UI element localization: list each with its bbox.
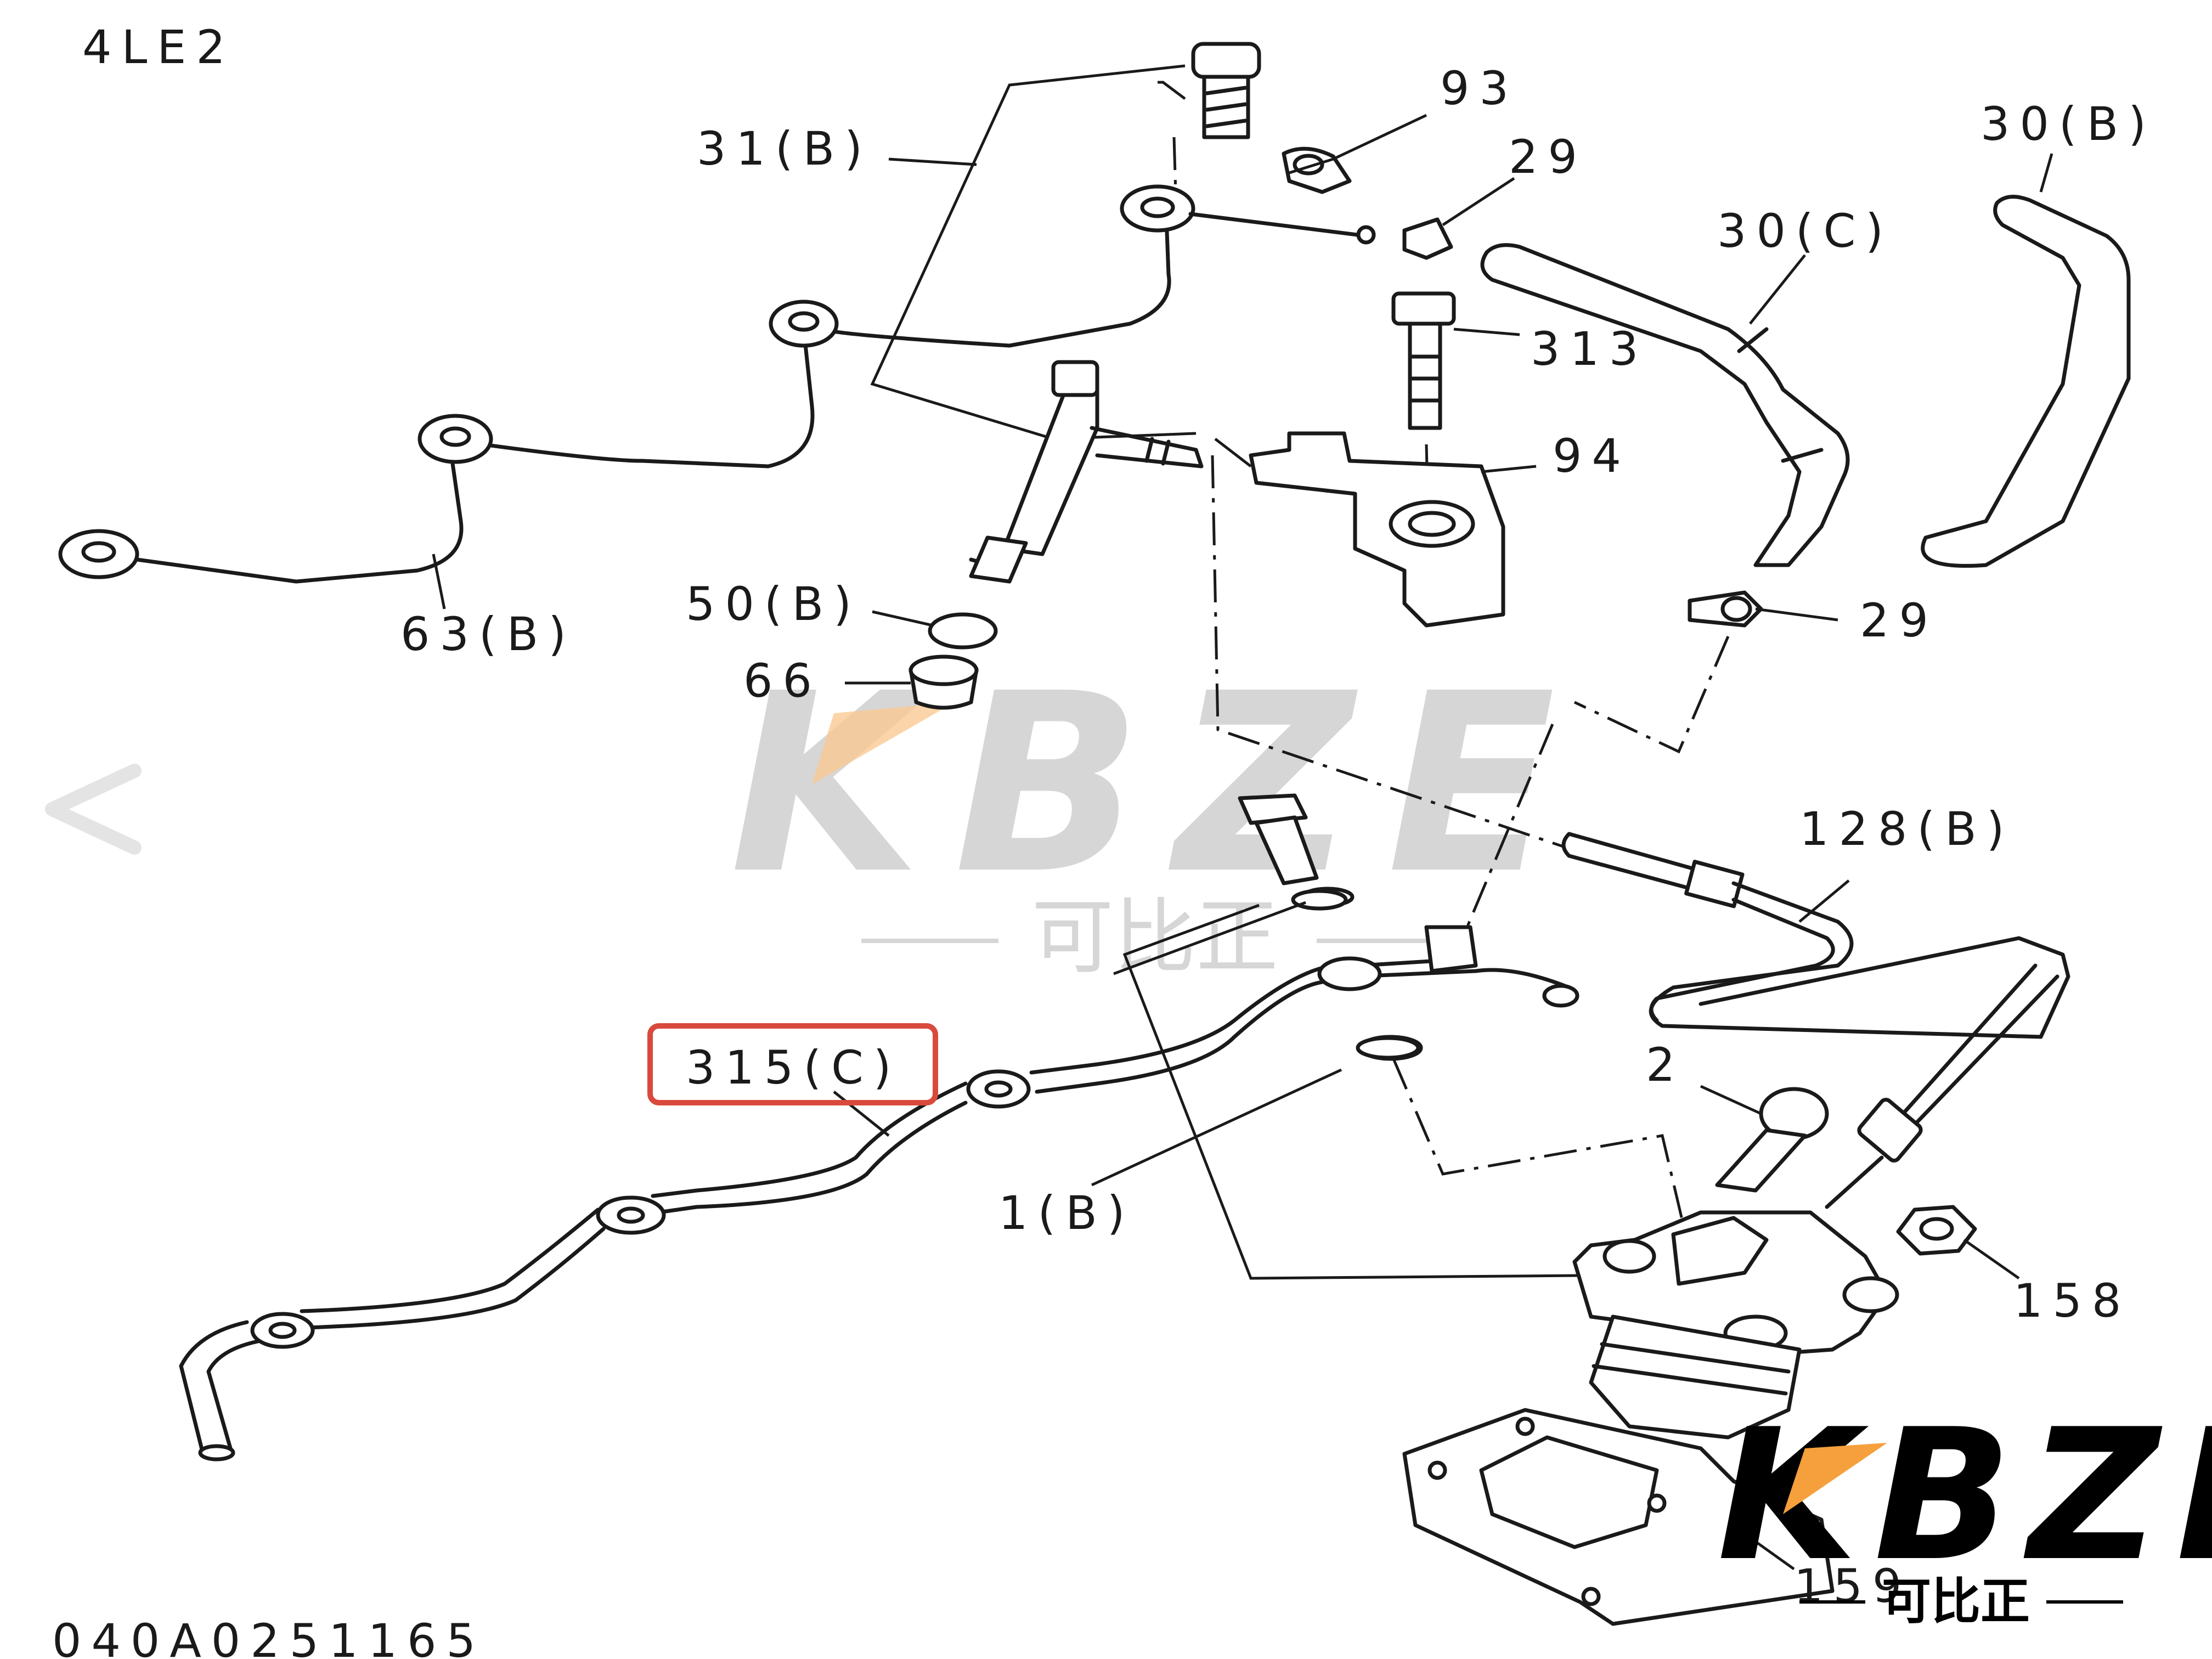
bolt-31b: [1191, 42, 1261, 139]
callout-2: 2: [1646, 1038, 1685, 1092]
callout-94: 94: [1553, 429, 1631, 483]
kbze-logo: KBZE 可比正: [1717, 1390, 2212, 1630]
svg-text:可比正: 可比正: [1031, 890, 1278, 985]
callout-1b: 1(B): [998, 1186, 1135, 1240]
injector: [969, 360, 1204, 584]
leader-lines: [432, 114, 2053, 1571]
callout-31b: 31(B): [697, 122, 872, 176]
callout-63b: 63(B): [400, 607, 576, 661]
bolt-2: [1715, 1087, 1829, 1193]
watermark-accent-icon: [812, 702, 955, 785]
clip-29-lower: [1688, 590, 1763, 628]
hose-30c: [1480, 243, 1850, 567]
leak-off-pipe-63b: [58, 184, 1376, 584]
callout-29-lower: 29: [1860, 594, 1938, 647]
highlight-315c[interactable]: 315(C): [647, 1023, 938, 1105]
bracket-94: [1249, 431, 1505, 628]
callout-29-upper: 29: [1509, 130, 1587, 184]
gasket: [1402, 1408, 1835, 1626]
bolt-313: [1391, 291, 1456, 430]
svg-text:KBZE: KBZE: [730, 641, 1588, 928]
seal-66: [909, 654, 979, 710]
washer-1b-upper: [1291, 889, 1348, 911]
callout-30c: 30(C): [1717, 204, 1893, 258]
drawing-number: 040A0251165: [52, 1614, 486, 1659]
callout-159: 159: [1794, 1559, 1911, 1613]
center-watermark: KBZE 可比正: [730, 641, 1588, 985]
callout-30b: 30(B): [1980, 97, 2156, 151]
washer-1b-lower: [1356, 1036, 1420, 1060]
callout-labels: 31(B) 93 29 30(B) 30(C) 313 94 63(B) 50(…: [400, 61, 2156, 1613]
injection-pump: [1572, 1210, 1899, 1440]
frame-lines: [870, 64, 1581, 1280]
callout-158: 158: [2013, 1274, 2131, 1328]
pipe-128b: [1561, 832, 2070, 1209]
logo-accent-icon: [1783, 1443, 1887, 1514]
model-code: 4LE2: [82, 20, 235, 74]
highlight-box: [647, 1023, 938, 1105]
leak-off-pipe-315c: [179, 925, 1579, 1462]
hose-30b: [1921, 195, 2131, 568]
clip-29-upper: [1402, 217, 1453, 260]
logo-sub-text: 可比正: [1882, 1573, 2030, 1630]
callout-93: 93: [1440, 61, 1519, 115]
callout-66: 66: [743, 654, 822, 708]
callout-50b: 50(B): [686, 577, 861, 631]
o-ring-50b: [928, 612, 998, 650]
callout-315c: 315(C): [686, 1041, 901, 1094]
nut-158: [1896, 1205, 1977, 1256]
chevron-left-icon[interactable]: [45, 764, 142, 855]
callout-313: 313: [1531, 322, 1648, 376]
callout-128b: 128(B): [1799, 802, 2015, 856]
